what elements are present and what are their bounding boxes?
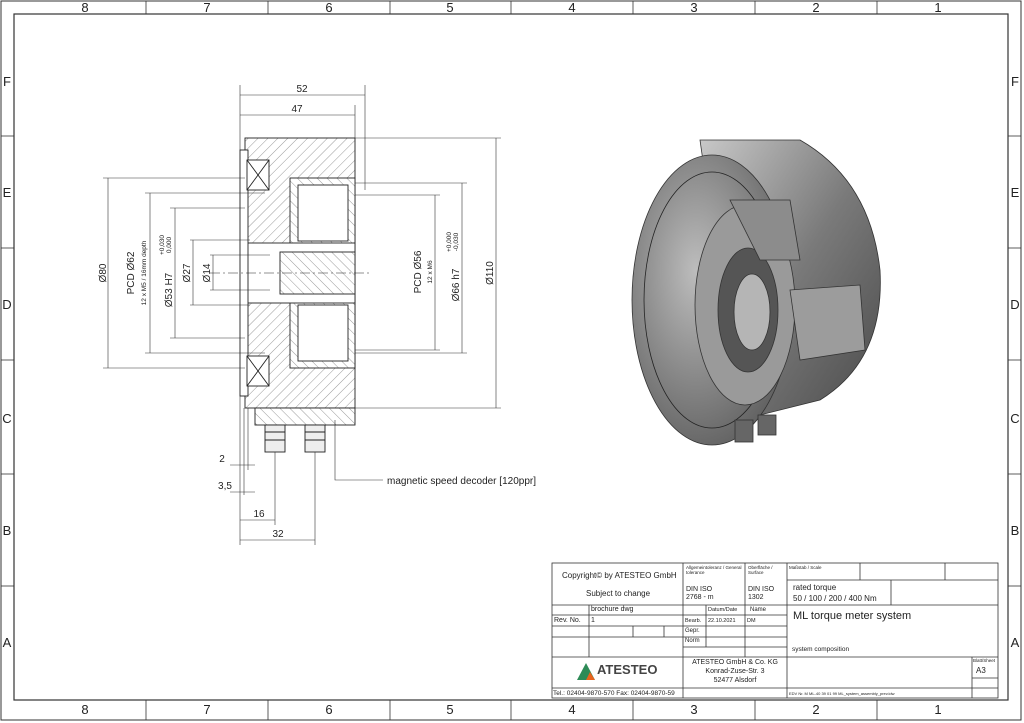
general-tolerance-value-1: DIN ISO	[686, 586, 713, 593]
dim-pcd62: PCD Ø62	[126, 251, 137, 294]
row-label: B	[3, 523, 12, 538]
dim-16: 16	[253, 509, 265, 520]
rev-value: 1	[591, 617, 595, 624]
column-label: 5	[446, 0, 453, 15]
sheet-value: A3	[976, 666, 986, 675]
dim-dia53-tol-lower: 0,000	[166, 236, 173, 253]
column-label: 3	[690, 702, 697, 717]
dim-dia66-tol-upper: +0,000	[446, 232, 453, 252]
surface-value-1: DIN ISO	[748, 586, 775, 593]
dim-dia53: Ø53 H7	[164, 272, 175, 307]
column-label: 4	[568, 702, 575, 717]
column-label: 7	[203, 0, 210, 15]
column-label: 1	[934, 702, 941, 717]
row-label: E	[3, 185, 12, 200]
dim-pcd56: PCD Ø56	[413, 250, 424, 293]
dim-dia66-tol-lower: -0,030	[453, 232, 460, 251]
column-label: 6	[325, 0, 332, 15]
scale-label: Maßstab / Scale	[789, 565, 822, 570]
company-street: Konrad-Zuse-Str. 3	[705, 668, 765, 675]
logo-text: ATESTEO	[597, 662, 658, 677]
column-label: 6	[325, 702, 332, 717]
drawing-title: ML torque meter system	[793, 610, 912, 622]
row-labels-right: F E D C B A	[1010, 74, 1019, 650]
sheet-label: Blatt/Sheet	[973, 658, 996, 663]
row-label: E	[1011, 185, 1020, 200]
column-label: 8	[81, 0, 88, 15]
date-label: Datum/Date	[708, 607, 738, 613]
column-label: 2	[812, 0, 819, 15]
column-label: 1	[934, 0, 941, 15]
bearb-date: 22.10.2021	[708, 618, 736, 624]
dim-2: 2	[219, 454, 225, 465]
copyright: Copyright© by ATESTEO GmbH	[562, 571, 677, 580]
name-label: Name	[750, 607, 767, 613]
drawing-subtitle: system composition	[792, 646, 850, 653]
edv-number: EDV Nr. M ML-40 39 01 99 ML_system_assem…	[789, 691, 895, 696]
atesteo-logo	[577, 663, 595, 680]
general-tolerance-label: Allgemeintoleranz / General tolerance	[686, 565, 742, 575]
row-label: F	[3, 74, 11, 89]
row-label: D	[2, 297, 11, 312]
company-city: 52477 Alsdorf	[713, 677, 757, 684]
brochure-dwg: brochure dwg	[591, 606, 634, 613]
dim-32: 32	[272, 529, 284, 540]
dim-dia27: Ø27	[182, 263, 193, 282]
norm-label: Norm	[685, 638, 700, 644]
dim-dia66: Ø66 h7	[451, 268, 462, 301]
phone-fax: Tel.: 02404-9870-570 Fax: 02404-9870-59	[553, 690, 675, 697]
surface-label: Oberfläche / Surface	[748, 565, 773, 575]
row-label: B	[1011, 523, 1020, 538]
rated-torque-label: rated torque	[793, 583, 837, 592]
bearb-name: DM	[747, 618, 756, 624]
column-label: 2	[812, 702, 819, 717]
dim-3-5: 3,5	[218, 481, 232, 492]
dim-pcd56-note: 12 x M6	[427, 260, 434, 284]
column-label: 8	[81, 702, 88, 717]
surface-value-2: 1302	[748, 594, 764, 601]
row-label: A	[1011, 635, 1020, 650]
dim-dia53-tol-upper: +0,030	[159, 235, 166, 255]
general-tolerance-value-2: 2768 - m	[686, 594, 714, 601]
column-label: 7	[203, 702, 210, 717]
row-label: D	[1010, 297, 1019, 312]
dim-dia14: Ø14	[202, 263, 213, 282]
dim-pcd62-note: 12 x M5 / 16mm depth	[141, 240, 148, 305]
dim-52: 52	[296, 84, 308, 95]
section-view	[210, 137, 370, 453]
dim-dia80: Ø80	[98, 263, 109, 282]
row-label: F	[1011, 74, 1019, 89]
column-labels-bottom: 8 7 6 5 4 3 2 1	[81, 702, 941, 717]
dimension-lines	[103, 85, 501, 545]
isometric-render	[631, 139, 881, 446]
title-block-grid	[551, 562, 999, 699]
column-label: 3	[690, 0, 697, 15]
column-label: 5	[446, 702, 453, 717]
rated-torque-value: 50 / 100 / 200 / 400 Nm	[793, 594, 877, 603]
row-labels-left: F E D C B A	[2, 74, 11, 650]
dimension-texts: 52 47 Ø80 PCD Ø62 12 x M5 / 16mm depth Ø…	[98, 84, 536, 540]
rev-label: Rev. No.	[554, 617, 581, 624]
speed-decoder-callout: magnetic speed decoder [120ppr]	[387, 476, 536, 487]
row-label: C	[2, 411, 11, 426]
row-label: C	[1010, 411, 1019, 426]
gepr-label: Gepr.	[685, 628, 700, 634]
bearb-label: Bearb.	[685, 618, 702, 624]
column-labels-top: 8 7 6 5 4 3 2 1	[81, 0, 941, 15]
column-label: 4	[568, 0, 575, 15]
subject-to-change: Subject to change	[586, 589, 651, 598]
dim-dia110: Ø110	[485, 261, 496, 285]
row-label: A	[3, 635, 12, 650]
company-name: ATESTEO GmbH & Co. KG	[692, 659, 778, 666]
dim-47: 47	[291, 104, 303, 115]
